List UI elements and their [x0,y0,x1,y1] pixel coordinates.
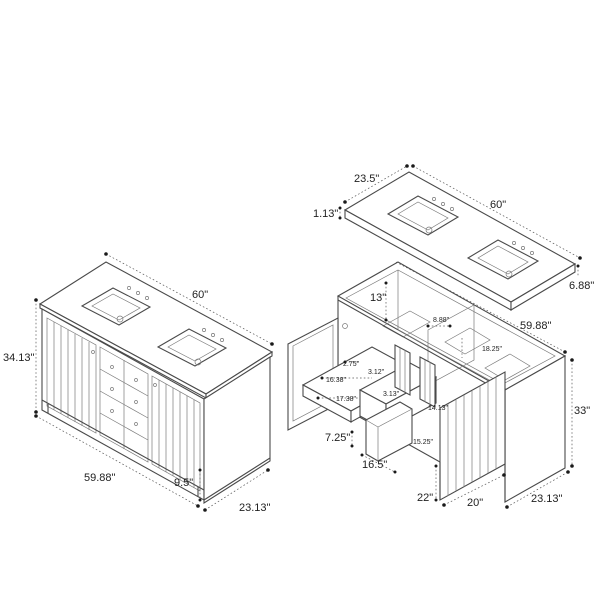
lower-drawer [365,401,413,462]
dim-door-width: 20" [467,497,483,509]
dim-left-depth: 23.13" [239,502,271,514]
dim-left-height: 34.13" [3,352,35,364]
dim-small-c: 3.12" [368,369,385,376]
dim-cabinet-width: 59.88" [520,320,552,332]
dim-left-toe-kick: 9.5" [174,477,193,489]
right-closed-door [439,371,506,501]
cabinet-side [203,355,271,505]
dim-small-f: 14.13" [428,405,449,412]
dim-drawer-height: 18.25" [482,346,503,353]
dim-small-d: 17.38" [336,396,357,403]
dim-bottom-drawer-height: 7.25" [325,432,350,444]
dim-small-a: 2.75" [343,361,360,368]
dim-drawer-width: 16.5" [362,459,387,471]
left-sink [80,287,152,326]
dim-left-front-width: 59.88" [84,472,116,484]
dim-cabinet-depth: 23.13" [531,493,563,505]
dim-small-g: 15.25" [413,439,434,446]
dim-top-width: 60" [490,199,506,211]
dim-left-width: 60" [192,289,208,301]
right-door [151,375,201,492]
dim-side-depth: 22" [417,492,433,504]
dim-small-b: 16.38" [326,377,347,384]
dim-top-thickness: 1.13" [313,208,338,220]
dim-top-overhang: 6.88" [569,280,594,292]
dim-small-e: 3.13" [383,391,400,398]
dim-interior-depth: 13" [370,292,386,304]
countertop-side-edge [205,350,273,400]
right-sink [156,328,228,367]
center-drawers [99,346,149,463]
dim-cabinet-height: 33" [574,405,590,417]
dim-top-depth: 23.5" [354,173,379,185]
countertop-side-edge [510,263,576,311]
dim-inner-width: 8.88" [433,317,450,324]
countertop-detail: 23.5" 60" 1.13" 6.88" [313,164,594,311]
open-cabinet: 13" 8.88" 59.88" 18.25" 2.75" 16.38" 3.1… [287,261,590,509]
top-left-sink [386,195,460,236]
assembled-vanity: 60" 34.13" 59.88" 23.13" 9.5" [3,252,274,514]
left-door [46,317,97,434]
top-right-sink [466,239,540,280]
